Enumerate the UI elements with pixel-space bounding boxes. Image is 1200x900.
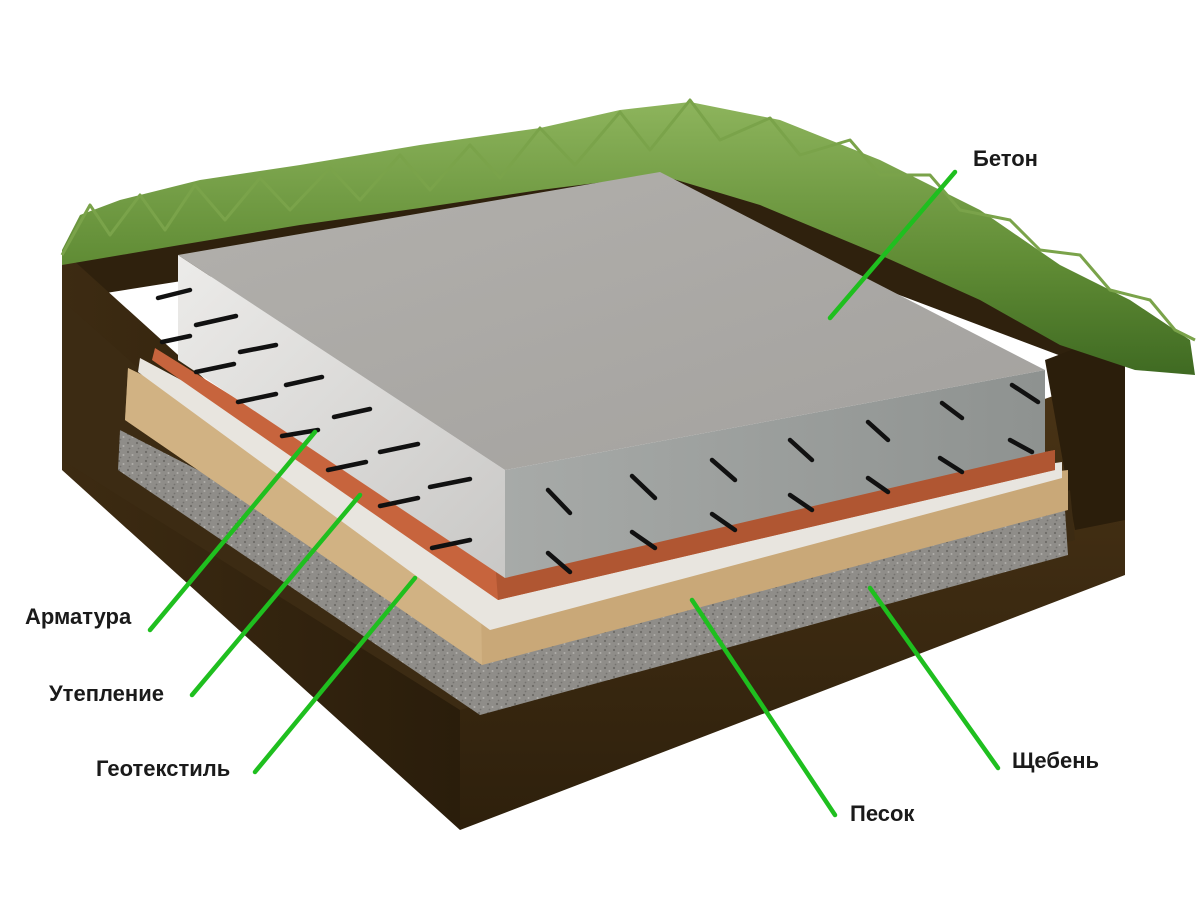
gravel-layer [118, 430, 1068, 715]
leader-line-armatura [147, 429, 318, 633]
leader-line-pesok [689, 597, 838, 818]
label-sheben: Щебень [1012, 748, 1100, 773]
leader-line-sheben [867, 585, 1001, 771]
leader-line-geotextil [252, 575, 418, 775]
label-beton: Бетон [973, 146, 1038, 171]
label-armatura: Арматура [25, 604, 132, 629]
concrete-slab [178, 172, 1045, 578]
label-pesok: Песок [850, 801, 915, 826]
label-uteplenie: Утепление [49, 681, 164, 706]
leader-line-beton [827, 169, 958, 321]
rebar-marks [155, 287, 1041, 575]
grass-fringe [60, 98, 1196, 375]
leader-line-uteplenie [189, 492, 363, 698]
label-geotextil: Геотекстиль [96, 756, 231, 781]
